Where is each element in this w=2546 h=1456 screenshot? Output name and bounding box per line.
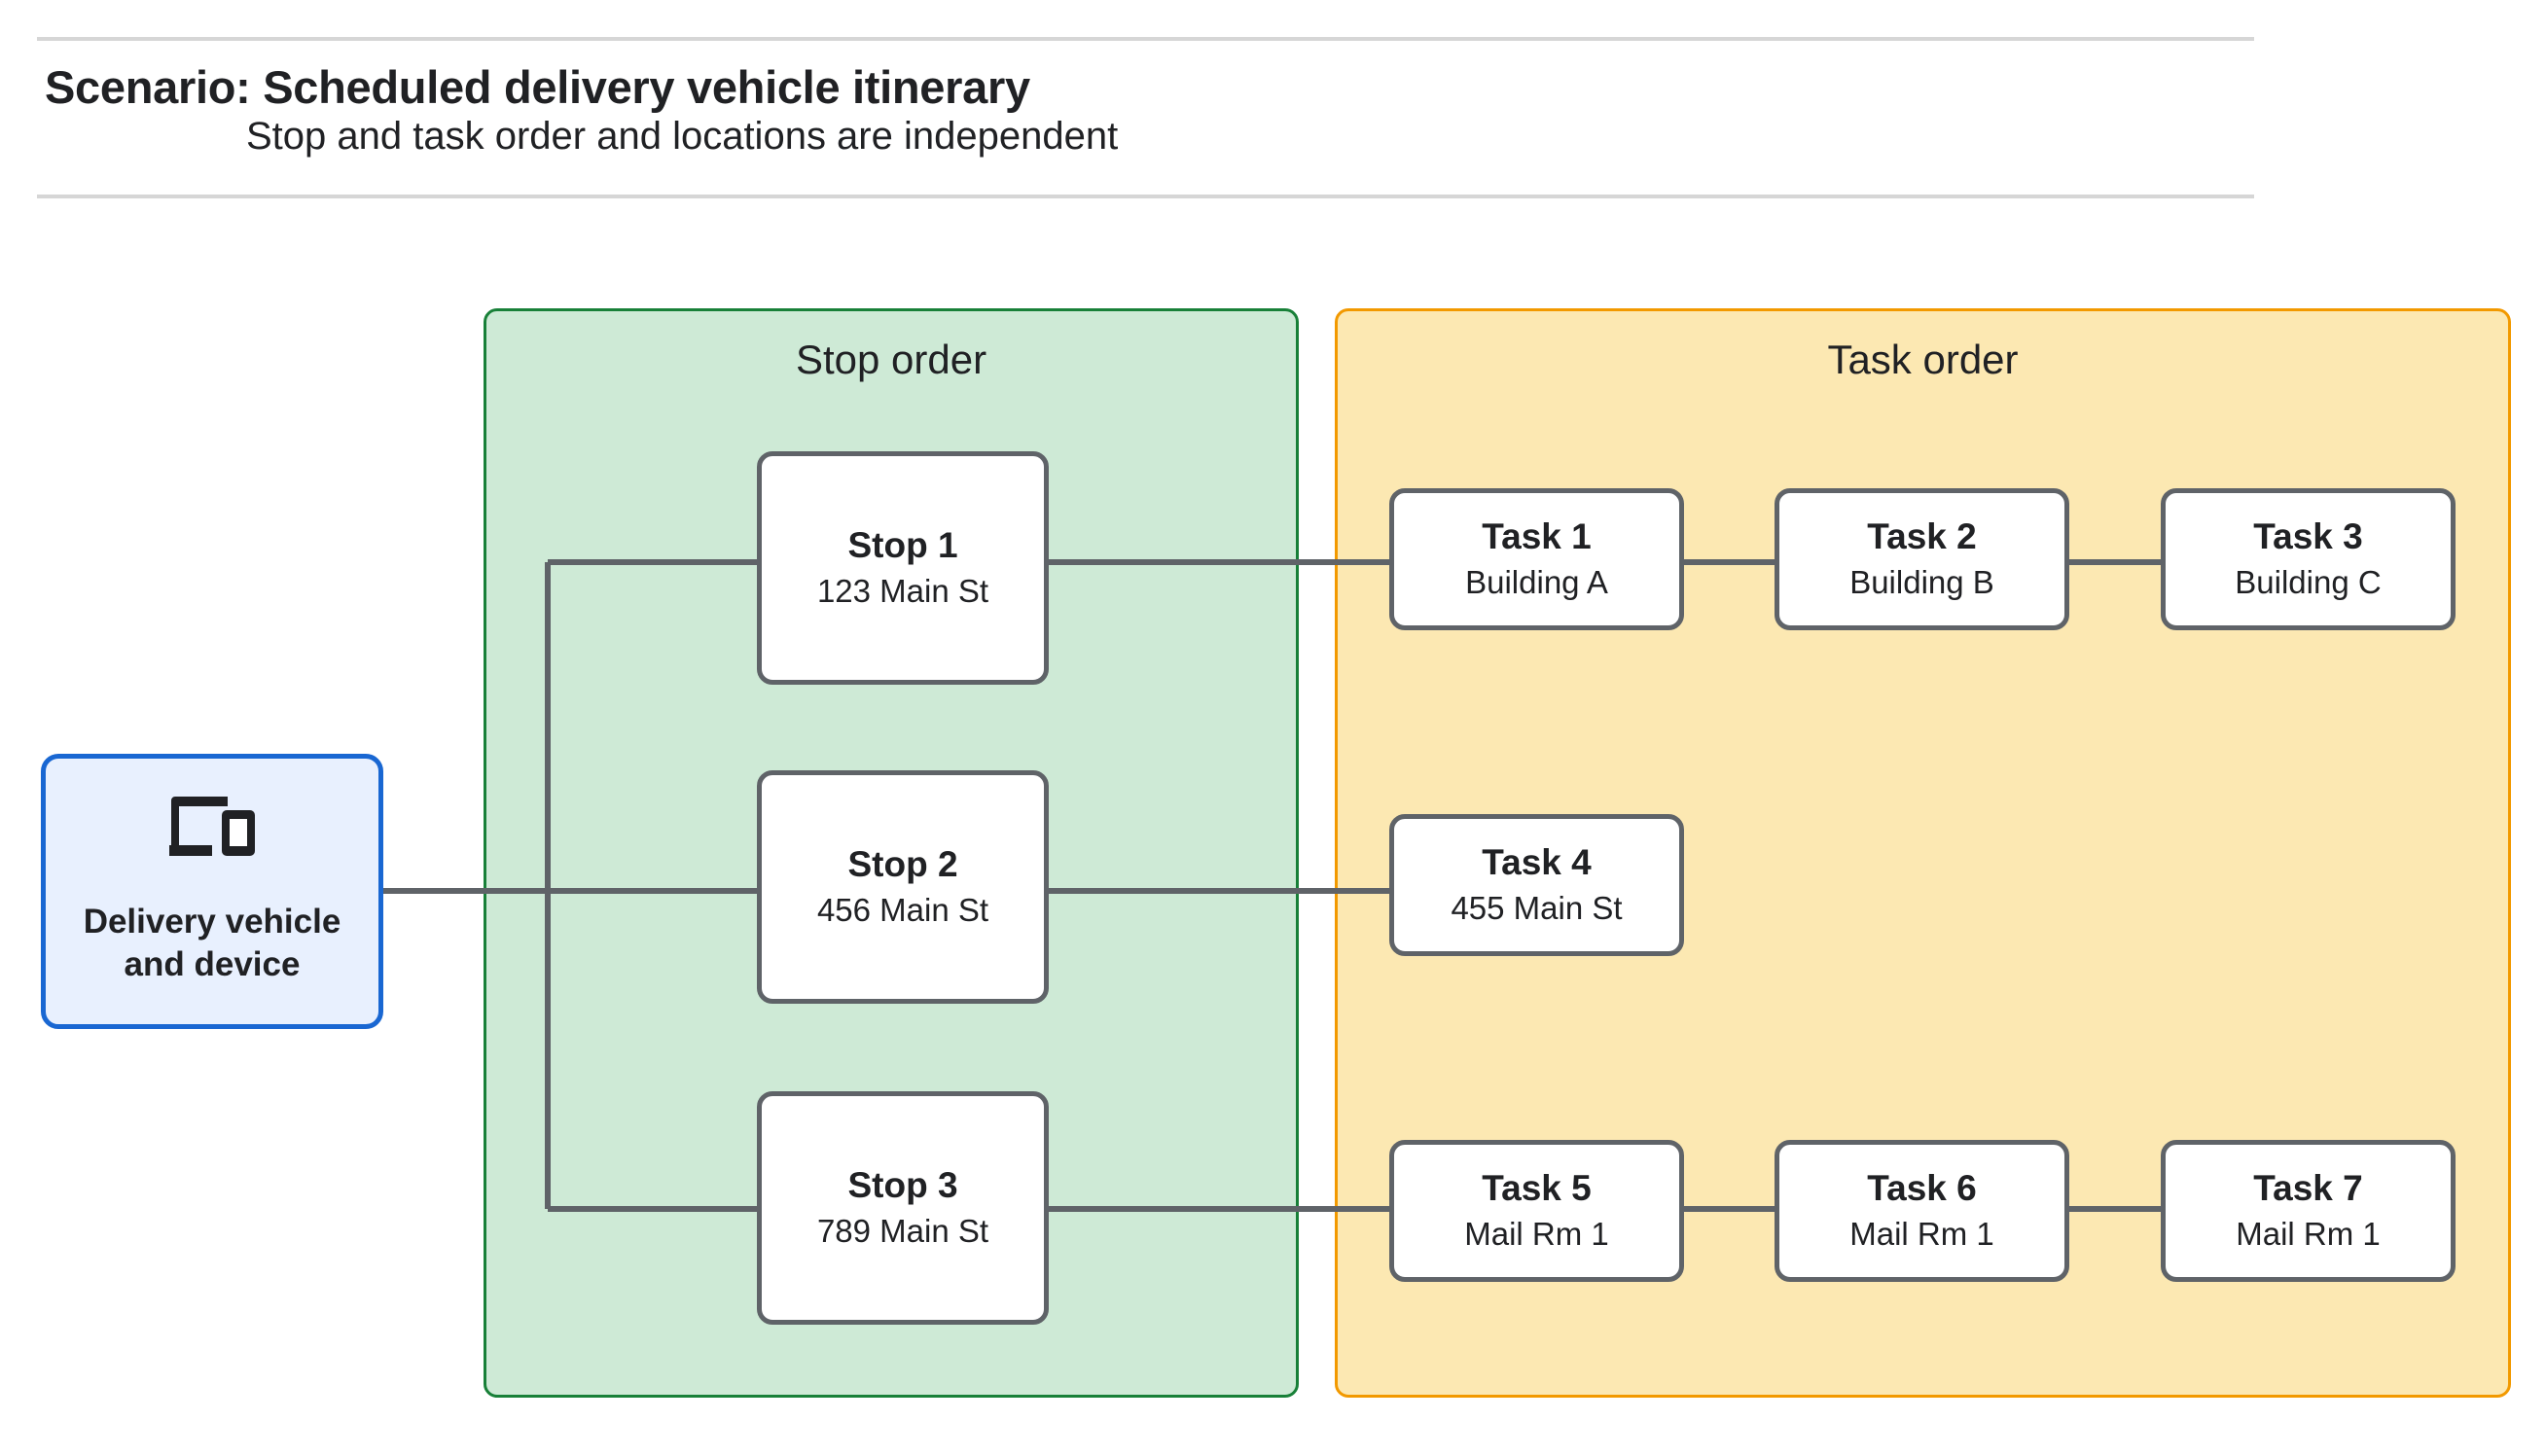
- task-order-title: Task order: [1827, 337, 2019, 382]
- stop-node-location: 123 Main St: [816, 573, 989, 610]
- header-divider-top: [37, 37, 2254, 41]
- task-node-location: Mail Rm 1: [1464, 1216, 1609, 1253]
- task-node-title: Task 2: [1867, 515, 1977, 556]
- task-node-location: Building C: [2235, 564, 2382, 601]
- stop-node-1[interactable]: Stop 1 123 Main St: [757, 451, 1049, 685]
- task-node-title: Task 1: [1482, 515, 1592, 556]
- stop-node-location: 456 Main St: [816, 892, 989, 929]
- task-node-title: Task 3: [2253, 515, 2363, 556]
- task-node-5[interactable]: Task 5 Mail Rm 1: [1389, 1140, 1684, 1282]
- task-node-title: Task 6: [1867, 1167, 1977, 1208]
- task-node-6[interactable]: Task 6 Mail Rm 1: [1775, 1140, 2069, 1282]
- page-subtitle: Stop and task order and locations are in…: [246, 115, 1119, 158]
- task-node-title: Task 4: [1482, 841, 1592, 882]
- stop-node-location: 789 Main St: [816, 1213, 989, 1250]
- task-node-location: Mail Rm 1: [1849, 1216, 1994, 1253]
- task-node-title: Task 5: [1482, 1167, 1592, 1208]
- task-node-1[interactable]: Task 1 Building A: [1389, 488, 1684, 630]
- header-divider-bottom: [37, 195, 2254, 198]
- task-node-location: 455 Main St: [1451, 890, 1623, 927]
- task-node-4[interactable]: Task 4 455 Main St: [1389, 814, 1684, 956]
- task-node-location: Mail Rm 1: [2236, 1216, 2381, 1253]
- stop-node-title: Stop 2: [847, 843, 958, 884]
- stop-node-2[interactable]: Stop 2 456 Main St: [757, 770, 1049, 1004]
- task-node-2[interactable]: Task 2 Building B: [1775, 488, 2069, 630]
- stop-node-3[interactable]: Stop 3 789 Main St: [757, 1091, 1049, 1325]
- task-node-location: Building B: [1849, 564, 1994, 601]
- task-node-7[interactable]: Task 7 Mail Rm 1: [2161, 1140, 2456, 1282]
- task-node-3[interactable]: Task 3 Building C: [2161, 488, 2456, 630]
- delivery-vehicle-label: Delivery vehicle and device: [83, 902, 341, 983]
- task-node-title: Task 7: [2253, 1167, 2363, 1208]
- stop-node-title: Stop 3: [847, 1164, 958, 1205]
- stop-order-title: Stop order: [795, 337, 987, 382]
- delivery-vehicle-node[interactable]: Delivery vehicle and device: [41, 754, 383, 1029]
- stop-node-title: Stop 1: [847, 524, 958, 565]
- task-node-location: Building A: [1465, 564, 1608, 601]
- devices-icon: [169, 796, 255, 856]
- page-title: Scenario: Scheduled delivery vehicle iti…: [45, 61, 1030, 113]
